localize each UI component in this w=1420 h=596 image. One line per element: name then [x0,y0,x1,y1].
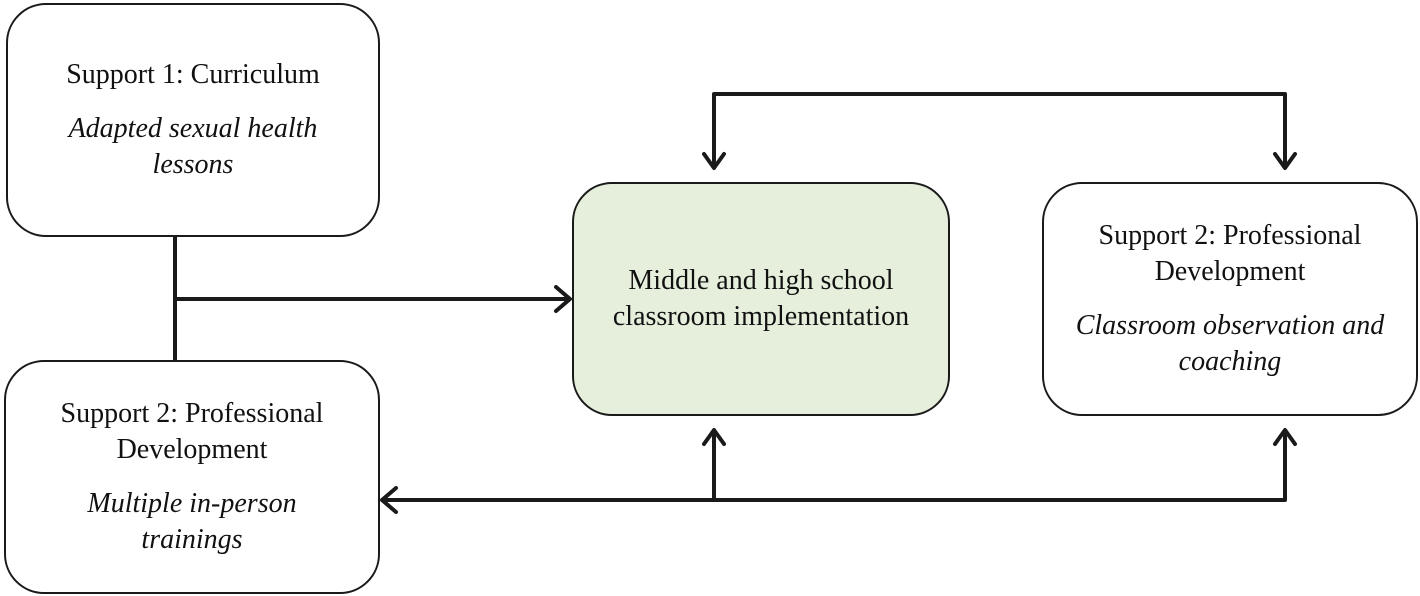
top-loop-line [712,92,1287,168]
top-loop-arrowhead-right [1273,152,1297,170]
curriculum-support-box: Support 1: Curriculum Adapted sexual hea… [6,3,380,237]
professional-development-coaching-description: Classroom observation and coaching [1075,310,1385,377]
professional-development-trainings-description: Multiple in-person trainings [87,488,297,555]
curriculum-support-title: Support 1: Curriculum [66,59,320,90]
top-loop-arrowhead-left [702,152,726,170]
professional-development-coaching-title: Support 2: Professional Development [1098,220,1362,287]
professional-development-trainings-box: Support 2: Professional Development Mult… [4,360,380,594]
supports-to-classroom-arrowhead [554,285,572,313]
curriculum-support-description: Adapted sexual health lessons [68,113,318,180]
professional-development-trainings-title: Support 2: Professional Development [60,398,324,465]
classroom-implementation-title: Middle and high school classroom impleme… [612,265,910,332]
bottom-loop-line [712,430,1287,502]
professional-development-coaching-box: Support 2: Professional Development Clas… [1042,182,1418,416]
feedback-to-trainings-arrowhead [380,486,398,514]
bottom-loop-arrowhead-right [1273,428,1297,446]
classroom-implementation-box: Middle and high school classroom impleme… [572,182,950,416]
bottom-loop-arrowhead-left [702,428,726,446]
